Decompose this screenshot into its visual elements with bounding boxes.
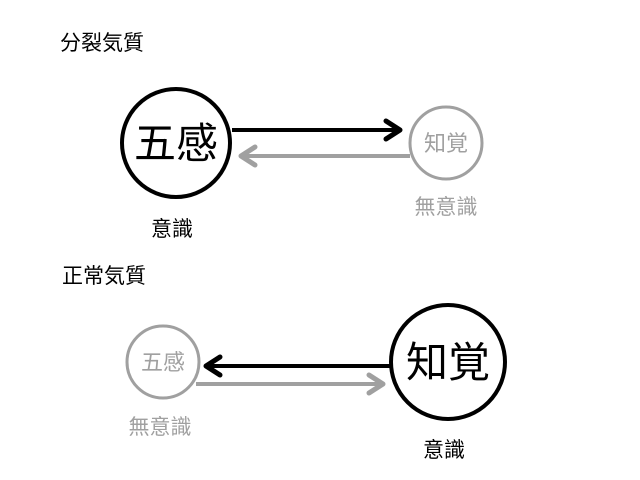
node-perception: 知覚 <box>389 303 507 421</box>
arrow-right-active <box>232 118 403 142</box>
node-five-senses: 五感 <box>120 87 232 199</box>
arrowhead-right-icon <box>383 118 403 142</box>
arrowhead-right-icon <box>366 372 386 396</box>
arrow-right-inactive <box>196 372 386 396</box>
arrowhead-left-icon <box>238 144 258 168</box>
arrowhead-left-icon <box>203 354 223 378</box>
node-label: 知覚 <box>406 338 490 387</box>
node-caption: 無意識 <box>415 195 478 219</box>
node-caption: 意識 <box>151 217 193 241</box>
node-circle-active <box>389 303 507 421</box>
node-five-senses: 五感 <box>125 324 201 400</box>
node-label: 五感 <box>141 351 185 376</box>
node-label: 五感 <box>134 119 218 168</box>
arrow-left-active <box>203 354 390 378</box>
section-title: 分裂気質 <box>60 31 144 55</box>
section-schizoid: 分裂気質 五感 意識 知覚 無意識 <box>60 31 484 241</box>
node-perception: 知覚 <box>408 105 484 181</box>
section-title: 正常気質 <box>62 264 146 288</box>
node-circle-active <box>120 87 232 199</box>
arrow-left-inactive <box>238 144 410 168</box>
node-circle-inactive <box>408 105 484 181</box>
node-label: 知覚 <box>424 132 468 157</box>
node-circle-inactive <box>125 324 201 400</box>
node-caption: 無意識 <box>129 415 192 439</box>
node-caption: 意識 <box>423 438 465 462</box>
section-normal: 正常気質 五感 無意識 知覚 意識 <box>62 264 507 462</box>
